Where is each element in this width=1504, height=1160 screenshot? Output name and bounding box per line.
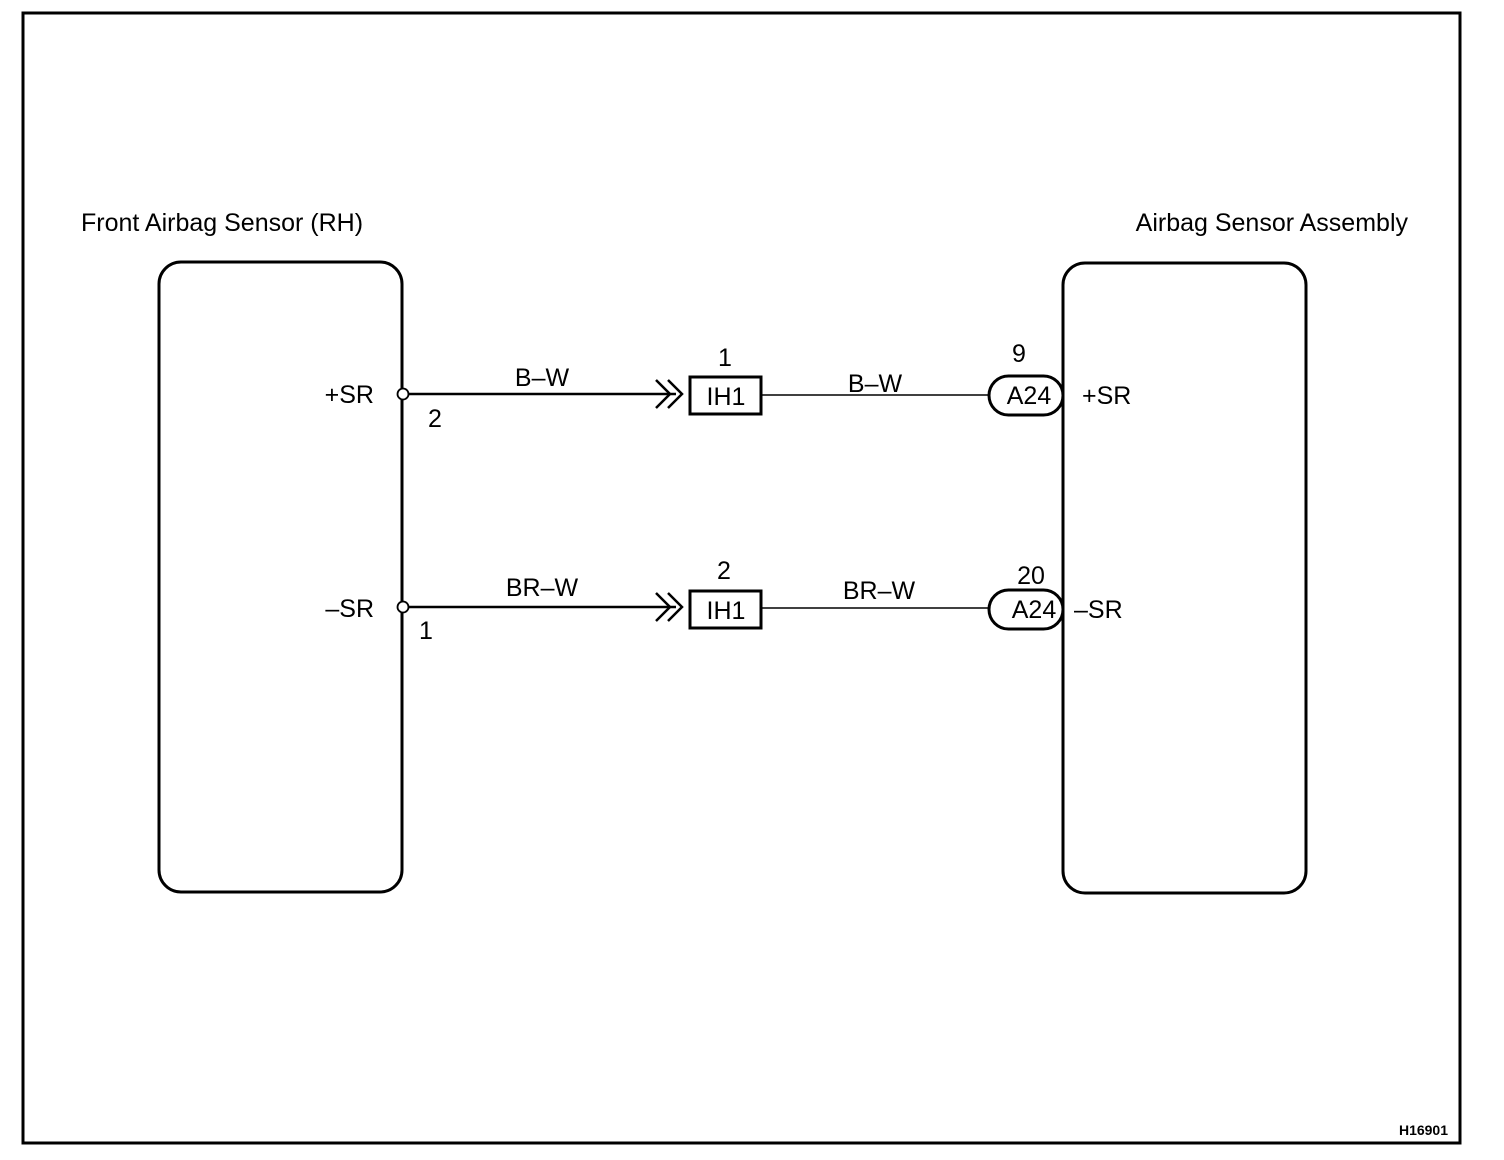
wire-color-right-upper: B–W xyxy=(848,370,903,398)
left-signal-label-lower: –SR xyxy=(325,595,374,623)
left-component-title: Front Airbag Sensor (RH) xyxy=(81,209,363,237)
left-pin-label-lower: 1 xyxy=(419,617,433,645)
left-signal-label-upper: +SR xyxy=(325,381,374,409)
junction-connector-upper xyxy=(688,375,763,416)
wire-arrow-lower-1 xyxy=(655,592,672,622)
diagram-code: H16901 xyxy=(1399,1122,1448,1138)
connector-a24-upper xyxy=(987,374,1065,417)
right-pin-label-upper: 9 xyxy=(1012,340,1026,368)
junction-connector-lower xyxy=(688,589,763,630)
wire-arrow-lower-2 xyxy=(667,592,684,622)
right-component-title: Airbag Sensor Assembly xyxy=(1136,209,1409,237)
junction-connector-upper-label: IH1 xyxy=(707,383,746,411)
terminal-left-lower xyxy=(396,600,410,614)
right-pin-label-lower: 20 xyxy=(1017,562,1045,590)
right-signal-label-upper: +SR xyxy=(1082,382,1131,410)
wire-color-left-upper: B–W xyxy=(515,364,570,392)
front-airbag-sensor-box xyxy=(157,260,404,894)
airbag-sensor-assembly-box xyxy=(1061,261,1308,895)
wire-color-right-lower: BR–W xyxy=(843,577,916,605)
left-pin-label-upper: 2 xyxy=(428,405,442,433)
connector-a24-lower-label: A24 xyxy=(1012,596,1057,624)
wire-arrow-upper-2 xyxy=(667,379,684,409)
diagram-frame xyxy=(21,11,1462,1145)
wire-color-left-lower: BR–W xyxy=(506,574,579,602)
right-signal-label-lower: –SR xyxy=(1074,596,1123,624)
connector-a24-lower xyxy=(987,588,1065,631)
junction-pin-upper: 1 xyxy=(718,344,732,372)
wire-arrow-upper-1 xyxy=(655,379,672,409)
terminal-left-upper xyxy=(396,387,410,401)
junction-pin-lower: 2 xyxy=(717,557,731,585)
connector-a24-upper-label: A24 xyxy=(1007,382,1052,410)
junction-connector-lower-label: IH1 xyxy=(707,597,746,625)
